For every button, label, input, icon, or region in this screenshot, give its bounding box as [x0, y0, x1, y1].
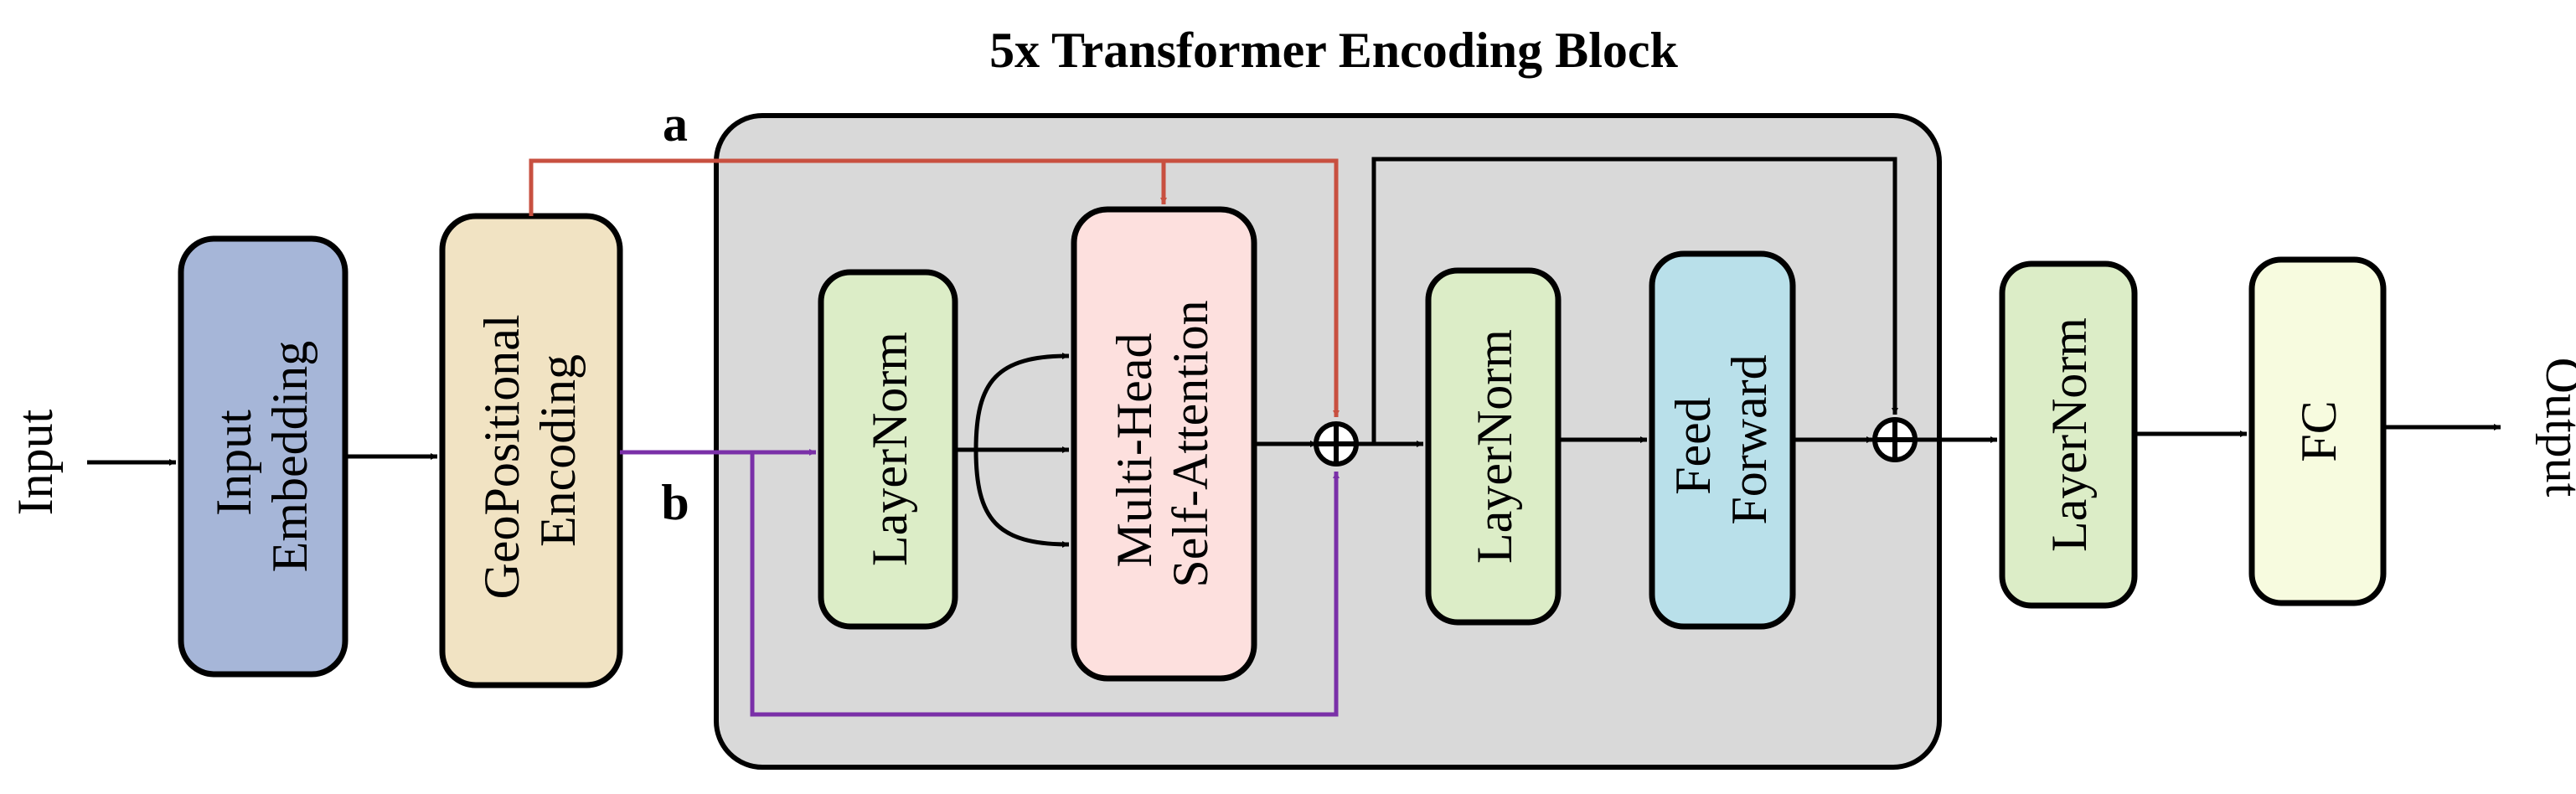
fc-block: FC — [2248, 256, 2387, 606]
mhsa-line-1: Multi-Head — [1107, 333, 1162, 568]
layernorm-2-label: LayerNorm — [1467, 329, 1522, 564]
arrow-ln1-to-mhsa-bottom — [973, 449, 1070, 548]
svg-text:Feed Forward: Feed Forward — [1665, 354, 1777, 524]
path-a-label: a — [663, 96, 688, 152]
svg-text:Input Embedding: Input Embedding — [206, 341, 317, 573]
feed-forward-line-2: Forward — [1722, 354, 1777, 524]
add-node-1 — [1314, 421, 1359, 467]
layernorm-block-2: LayerNorm — [1425, 267, 1562, 626]
layernorm-3-label: LayerNorm — [2042, 317, 2097, 552]
feed-forward-line-1: Feed — [1665, 397, 1721, 495]
path-b-bypass — [750, 452, 1340, 717]
layernorm-block-1: LayerNorm — [818, 269, 958, 630]
multi-head-self-attention-block: Multi-Head Self-Attention — [1071, 206, 1257, 682]
input-embedding-line-1: Input — [206, 410, 261, 516]
layernorm-block-3: LayerNorm — [1999, 260, 2138, 609]
arrow-ln1-to-mhsa-top — [973, 353, 1070, 451]
geopositional-encoding-line-1: GeoPositional — [474, 315, 529, 600]
diagram-title: 5x Transformer Encoding Block — [989, 23, 1678, 78]
layernorm-1-label: LayerNorm — [862, 332, 917, 566]
path-b-label: b — [661, 475, 689, 530]
input-embedding-block: Input Embedding — [178, 235, 348, 678]
svg-text:GeoPositional Encoding: GeoPositional Encoding — [474, 302, 586, 600]
add-node-2 — [1872, 417, 1918, 462]
geopositional-encoding-line-2: Encoding — [530, 354, 586, 547]
output-label: Output — [2536, 358, 2576, 498]
residual-line-2 — [1371, 157, 1898, 444]
input-embedding-line-2: Embedding — [262, 341, 317, 573]
mhsa-line-2: Self-Attention — [1163, 300, 1218, 587]
geopositional-encoding-block: GeoPositional Encoding — [439, 213, 623, 688]
path-a-line — [529, 158, 1340, 417]
svg-text:Multi-Head Self-Attentio: Multi-Head Self-Attention — [1107, 300, 1218, 587]
input-label: Input — [8, 409, 63, 515]
fc-label: FC — [2291, 400, 2346, 461]
feed-forward-block: Feed Forward — [1649, 250, 1796, 630]
